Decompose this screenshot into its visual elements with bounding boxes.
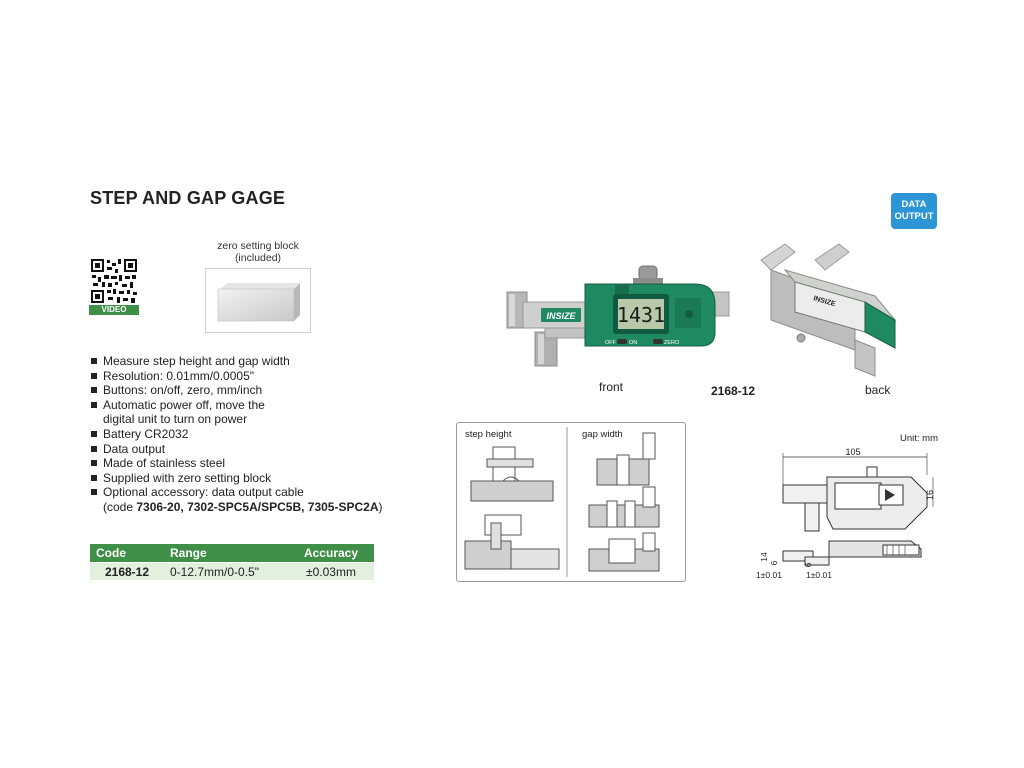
accessory-suffix: ) <box>378 499 383 514</box>
feature-item: Battery CR2032 <box>90 427 383 442</box>
front-caption: front <box>599 380 624 394</box>
cell-code: 2168-12 <box>90 562 164 580</box>
feature-item: Data output <box>90 442 383 457</box>
onoff-button <box>617 339 627 344</box>
tolerance-right: 1±0.01 <box>806 570 832 580</box>
feature-item: Made of stainless steel <box>90 456 383 471</box>
data-output-badge: DATA OUTPUT <box>891 193 937 229</box>
feature-list: Measure step height and gap width Resolu… <box>90 354 383 515</box>
feature-item: Optional accessory: data output cable <box>90 485 383 500</box>
dim-16: 16 <box>925 490 935 500</box>
cell-range: 0-12.7mm/0-0.5" <box>164 562 288 580</box>
video-label: VIDEO <box>89 305 139 315</box>
setting-block-image <box>205 268 311 333</box>
setting-block-icon <box>217 283 300 322</box>
tolerance-left: 1±0.01 <box>756 570 782 580</box>
setting-block-caption: zero setting block (included) <box>205 240 311 264</box>
spec-table-header: Code Range Accuracy <box>90 544 374 563</box>
unit-label: Unit: mm <box>900 433 938 444</box>
setting-block-caption-line-2: (included) <box>234 252 282 264</box>
back-caption: back <box>865 383 891 397</box>
setting-block-caption-line-1: zero setting block <box>217 240 299 252</box>
usage-diagram: step height gap width <box>456 422 686 582</box>
back-view-image: INSIZE <box>760 243 897 377</box>
video-qr-code[interactable]: VIDEO <box>89 257 139 315</box>
feature-item: Buttons: on/off, zero, mm/inch <box>90 383 383 398</box>
step-height-label: step height <box>465 429 512 440</box>
header-code: Code <box>90 544 164 563</box>
btn-zero-label: ZERO <box>664 340 680 346</box>
btn-on-label: ON <box>629 340 637 346</box>
dim-14: 14 <box>759 552 769 562</box>
feature-item: Resolution: 0.01mm/0.0005" <box>90 369 383 384</box>
accessory-prefix: (code <box>103 499 137 514</box>
badge-line-1: DATA <box>901 199 927 210</box>
gap-width-label: gap width <box>582 429 623 440</box>
usage-diagram-drawing <box>464 427 660 577</box>
accessory-codes: (code 7306-20, 7302-SPC5A/SPC5B, 7305-SP… <box>90 500 383 515</box>
feature-item-continuation: digital unit to turn on power <box>103 412 248 427</box>
qr-code-icon <box>89 257 139 305</box>
badge-line-2: OUTPUT <box>894 211 934 222</box>
cell-accuracy: ±0.03mm <box>288 562 374 580</box>
feature-item: Measure step height and gap width <box>90 354 383 369</box>
dimension-drawing: 105 16 14 6 6 1±0.01 1±0.01 <box>756 447 935 580</box>
accessory-code-list: 7306-20, 7302-SPC5A/SPC5B, 7305-SPC2A <box>136 499 379 514</box>
zero-button <box>653 339 663 344</box>
lcd-reading: 1431 <box>617 303 665 327</box>
spec-table: Code Range Accuracy 2168-12 0-12.7mm/0-0… <box>90 544 374 580</box>
dim-105: 105 <box>845 447 860 457</box>
feature-item: Automatic power off, move the <box>90 398 383 413</box>
btn-off-label: OFF <box>605 340 617 346</box>
header-range: Range <box>164 544 288 563</box>
brand-text: INSIZE <box>546 311 576 321</box>
dim-6-left: 6 <box>769 560 779 565</box>
model-code: 2168-12 <box>711 384 756 398</box>
header-accuracy: Accuracy <box>288 544 374 563</box>
feature-item: Supplied with zero setting block <box>90 471 383 486</box>
table-row: 2168-12 0-12.7mm/0-0.5" ±0.03mm <box>90 562 374 580</box>
front-view-image: INSIZE 1431 OFF ON ZERO <box>506 265 730 367</box>
page-title: STEP AND GAP GAGE <box>90 188 286 208</box>
dim-6-right: 6 <box>803 562 813 567</box>
